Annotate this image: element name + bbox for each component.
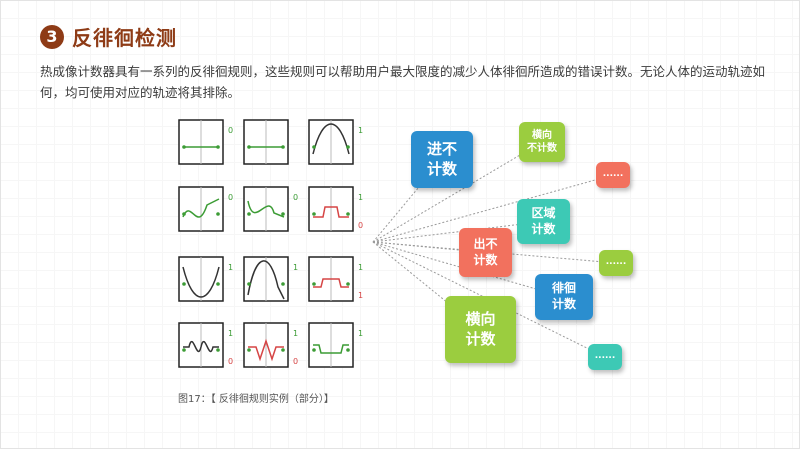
category-box: ......	[588, 344, 622, 370]
trajectory-marker	[312, 212, 316, 216]
trajectory-marker	[281, 145, 285, 149]
trajectory-marker	[281, 348, 285, 352]
category-box: 横向 计数	[445, 296, 516, 363]
trajectory-marker	[216, 282, 220, 286]
panel-count-label: 1	[358, 329, 363, 338]
trajectory-path	[248, 338, 284, 362]
trajectory-marker	[346, 348, 350, 352]
section-number-badge: 3	[40, 24, 64, 49]
category-box: 出不 计数	[459, 228, 512, 277]
category-box: ......	[596, 162, 630, 188]
rule-example-panel: 1	[178, 256, 238, 310]
rule-example-panel: 0	[178, 119, 238, 173]
trajectory-marker	[247, 282, 251, 286]
rule-example-panel: 1	[308, 322, 368, 376]
rule-example-graphic: 1	[308, 119, 363, 165]
rule-example-panel	[243, 119, 303, 173]
trajectory-marker	[312, 145, 316, 149]
trajectory-marker	[216, 145, 220, 149]
panel-count-label: 1	[358, 193, 363, 202]
rule-example-graphic: 11	[308, 256, 363, 302]
trajectory-path	[313, 344, 349, 354]
rule-example-graphic: 1	[243, 256, 298, 302]
rule-example-graphic: 10	[178, 322, 233, 368]
figure-caption: 图17：【 反徘徊规则实例（部分）】	[178, 394, 334, 405]
section-description: 热成像计数器具有一系列的反徘徊规则，这些规则可以帮助用户最大限度的减少人体徘徊所…	[40, 64, 766, 100]
connector-line	[372, 221, 544, 243]
trajectory-marker	[312, 282, 316, 286]
rule-example-panel: 0	[243, 186, 303, 240]
panel-count-label: 0	[293, 357, 298, 366]
trajectory-path	[182, 266, 220, 298]
panel-count-label: 0	[358, 221, 363, 230]
trajectory-marker	[182, 145, 186, 149]
rule-example-panel: 1	[243, 256, 303, 310]
rule-example-graphic: 0	[178, 119, 233, 165]
panel-count-label: 1	[293, 329, 298, 338]
category-box: 横向 不计数	[519, 122, 565, 162]
panel-count-label: 1	[228, 329, 233, 338]
rule-example-graphic: 10	[308, 186, 363, 232]
trajectory-marker	[182, 282, 186, 286]
trajectory-marker	[182, 212, 186, 216]
trajectory-path	[247, 260, 285, 300]
trajectory-marker	[247, 348, 251, 352]
panel-count-label: 0	[228, 357, 233, 366]
trajectory-marker	[247, 212, 251, 216]
trajectory-path	[312, 123, 350, 155]
trajectory-marker	[346, 282, 350, 286]
category-box: 区域 计数	[517, 199, 570, 244]
panel-count-label: 1	[358, 291, 363, 300]
trajectory-path	[247, 200, 285, 218]
rule-example-graphic: 10	[243, 322, 298, 368]
panel-count-label: 1	[293, 263, 298, 272]
rule-example-graphic: 1	[308, 322, 363, 368]
trajectory-marker	[346, 145, 350, 149]
rule-example-graphic: 0	[178, 186, 233, 232]
panel-count-label: 1	[358, 126, 363, 135]
panel-count-label: 0	[228, 193, 233, 202]
panel-count-label: 1	[228, 263, 233, 272]
category-box: 徘徊 计数	[535, 274, 593, 320]
trajectory-path	[182, 198, 220, 218]
connector-line	[372, 241, 481, 330]
trajectory-marker	[247, 145, 251, 149]
panel-count-label: 0	[293, 193, 298, 202]
connector-line	[372, 141, 543, 243]
trajectory-marker	[216, 348, 220, 352]
panel-count-label: 0	[228, 126, 233, 135]
rule-example-graphic	[243, 119, 289, 165]
rule-example-panel: 0	[178, 186, 238, 240]
category-box: 进不 计数	[411, 131, 473, 188]
panel-count-label: 1	[358, 263, 363, 272]
trajectory-marker	[281, 212, 285, 216]
connector-line	[372, 241, 565, 298]
rule-example-graphic: 1	[178, 256, 233, 302]
trajectory-path	[313, 278, 349, 288]
category-box: ......	[599, 250, 633, 276]
trajectory-marker	[281, 282, 285, 286]
trajectory-marker	[182, 348, 186, 352]
rule-example-panel: 1	[308, 119, 368, 173]
trajectory-path	[313, 206, 349, 218]
trajectory-marker	[312, 348, 316, 352]
section-heading: 3 反徘徊检测	[40, 22, 177, 51]
rule-example-graphic: 0	[243, 186, 298, 232]
trajectory-marker	[346, 212, 350, 216]
trajectory-marker	[216, 212, 220, 216]
connector-line	[372, 174, 614, 243]
trajectory-path	[183, 340, 219, 353]
section-title: 反徘徊检测	[72, 26, 177, 50]
